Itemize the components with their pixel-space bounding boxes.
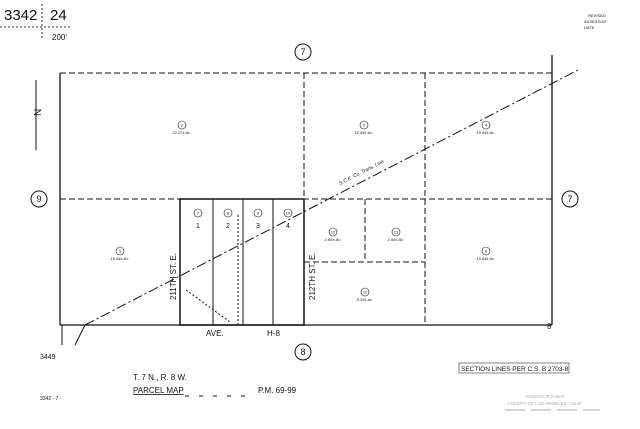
parcel-1: 1 10.64± Ac. [111,246,130,261]
street-ave-right: H-8 [267,329,280,338]
svg-text:9: 9 [257,211,260,216]
map-code: 3342 - 7 [40,396,59,402]
section-lines [59,55,579,346]
scale-label: 200' [52,33,67,42]
lot-labels: 71 82 93 104 [193,208,293,230]
parcel-2: 2 21.27± Ac. [172,120,192,135]
svg-text:1: 1 [196,223,200,230]
section-south: 8 [300,347,305,357]
township-range: T. 7 N., R. 8 W. [133,373,187,382]
lot-1: 71 [193,208,203,230]
lot-3: 93 [253,208,263,230]
svg-text:2.66± Ac.: 2.66± Ac. [387,237,405,242]
lot-2: 82 [223,208,233,230]
street-212th: 212TH ST. E. [308,252,317,300]
map-header: 3342 24 200' [0,4,72,42]
parcel-labels: 2 21.27± Ac. 3 10.64± Ac. 4 10.64± Ac. 1 10.… [111,120,496,302]
svg-text:10.64± Ac.: 10.64± Ac. [477,256,496,261]
adjacent-book: 3449 [40,354,56,361]
book-number: 3342 [4,7,37,24]
svg-text:2: 2 [226,223,230,230]
street-211th: 211TH ST. E. [169,253,178,300]
north-arrow-icon: N [33,80,44,150]
svg-text:13: 13 [394,230,399,235]
parcel-4: 4 10.64± Ac. [477,120,496,135]
parcel-3: 3 10.64± Ac. [355,120,374,135]
section-markers: 7 9 7 8 [30,43,579,361]
svg-text:12: 12 [363,290,368,295]
svg-text:4: 4 [485,123,488,128]
svg-text:ASSESSOR: ASSESSOR [583,19,606,24]
parcel-11: 11 2.66± Ac. [324,227,342,242]
svg-text:10.64± Ac.: 10.64± Ac. [355,130,374,135]
parcel-12: 12 5.32± Ac. [357,287,374,302]
county-stamp: ASSESSOR'S MAP COUNTY OF LOS ANGELES, CA… [505,394,600,411]
svg-text:2: 2 [181,123,184,128]
svg-text:N: N [33,109,44,116]
svg-text:8: 8 [227,211,230,216]
svg-text:3: 3 [256,223,260,230]
svg-text:6: 6 [485,249,488,254]
parcel-6: 6 10.64± Ac. [477,246,496,261]
street-ave-left: AVE. [206,329,224,338]
section-lines-note: SECTION LINES PER C.S. B 2703-8 [461,366,569,373]
section-west: 9 [36,194,41,204]
svg-text:DATE: DATE [584,25,595,30]
section-north: 7 [300,47,305,57]
revision-stamp: REVISED ASSESSOR DATE [583,13,606,30]
svg-text:3: 3 [363,123,366,128]
svg-text:10: 10 [286,211,291,216]
lot-4: 10 4 [283,208,293,230]
section-east: 7 [567,194,572,204]
svg-text:ASSESSOR'S MAP: ASSESSOR'S MAP [525,394,565,399]
parcel-13: 13 2.66± Ac. [387,227,405,242]
svg-text:21.27± Ac.: 21.27± Ac. [172,130,192,135]
svg-text:5.32± Ac.: 5.32± Ac. [357,297,374,302]
svg-text:4: 4 [286,223,290,230]
page-number: 24 [50,7,67,24]
parcel-map-ref: P.M. 69-99 [258,386,297,395]
street-ave-end: 8 [547,322,552,331]
svg-text:11: 11 [331,230,336,235]
svg-text:2.66± Ac.: 2.66± Ac. [324,237,342,242]
svg-text:REVISED: REVISED [588,13,606,18]
svg-text:1: 1 [119,249,122,254]
svg-text:10.64± Ac.: 10.64± Ac. [111,256,130,261]
svg-text:COUNTY OF LOS ANGELES, CALIF.: COUNTY OF LOS ANGELES, CALIF. [508,401,583,406]
parcel-map-label: PARCEL MAP [133,386,184,395]
svg-text:10.64± Ac.: 10.64± Ac. [477,130,496,135]
svg-text:7: 7 [197,211,200,216]
